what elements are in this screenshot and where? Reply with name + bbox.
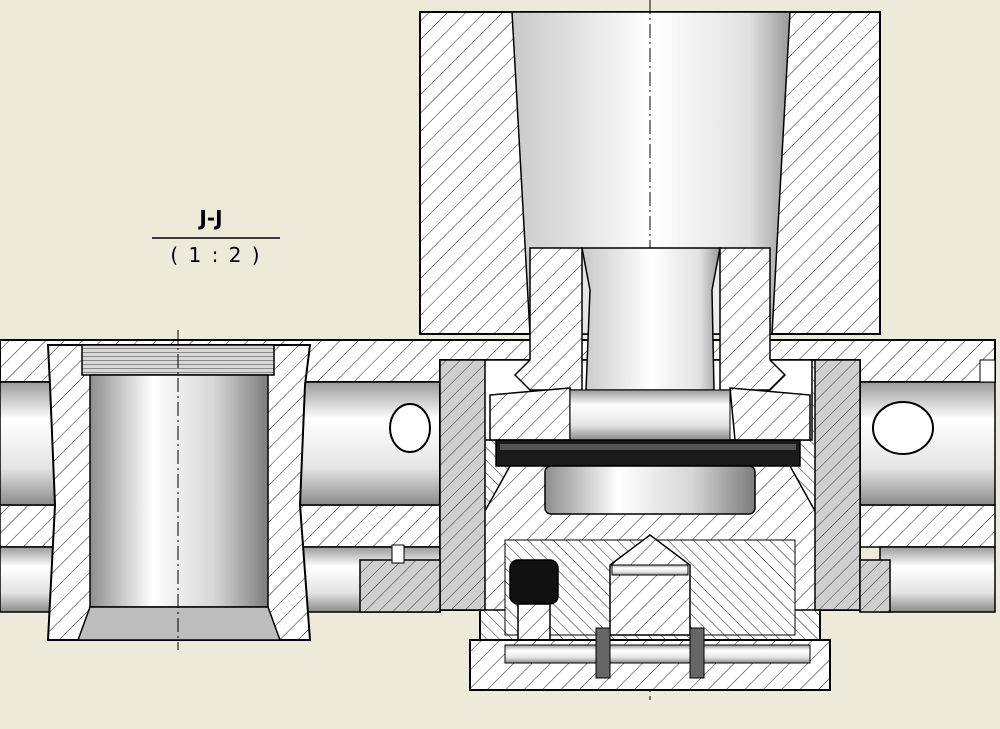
port-hole-right: [872, 401, 934, 455]
check-ball: [509, 559, 559, 605]
piston-head: [544, 465, 756, 515]
conical-plunger: [609, 534, 691, 636]
side-fittings: [359, 359, 996, 613]
valve-assembly: [439, 247, 861, 691]
port-hole-left: [389, 403, 431, 453]
port-bore: [89, 374, 269, 608]
view-scale: ( 1 : 2 ): [170, 243, 261, 267]
view-name: J-J: [197, 206, 222, 230]
seal-ring: [495, 439, 801, 467]
insert-bore: [581, 247, 721, 391]
left-threaded-port: [46, 330, 312, 650]
view-label: J-J ( 1 : 2 ): [152, 206, 280, 267]
